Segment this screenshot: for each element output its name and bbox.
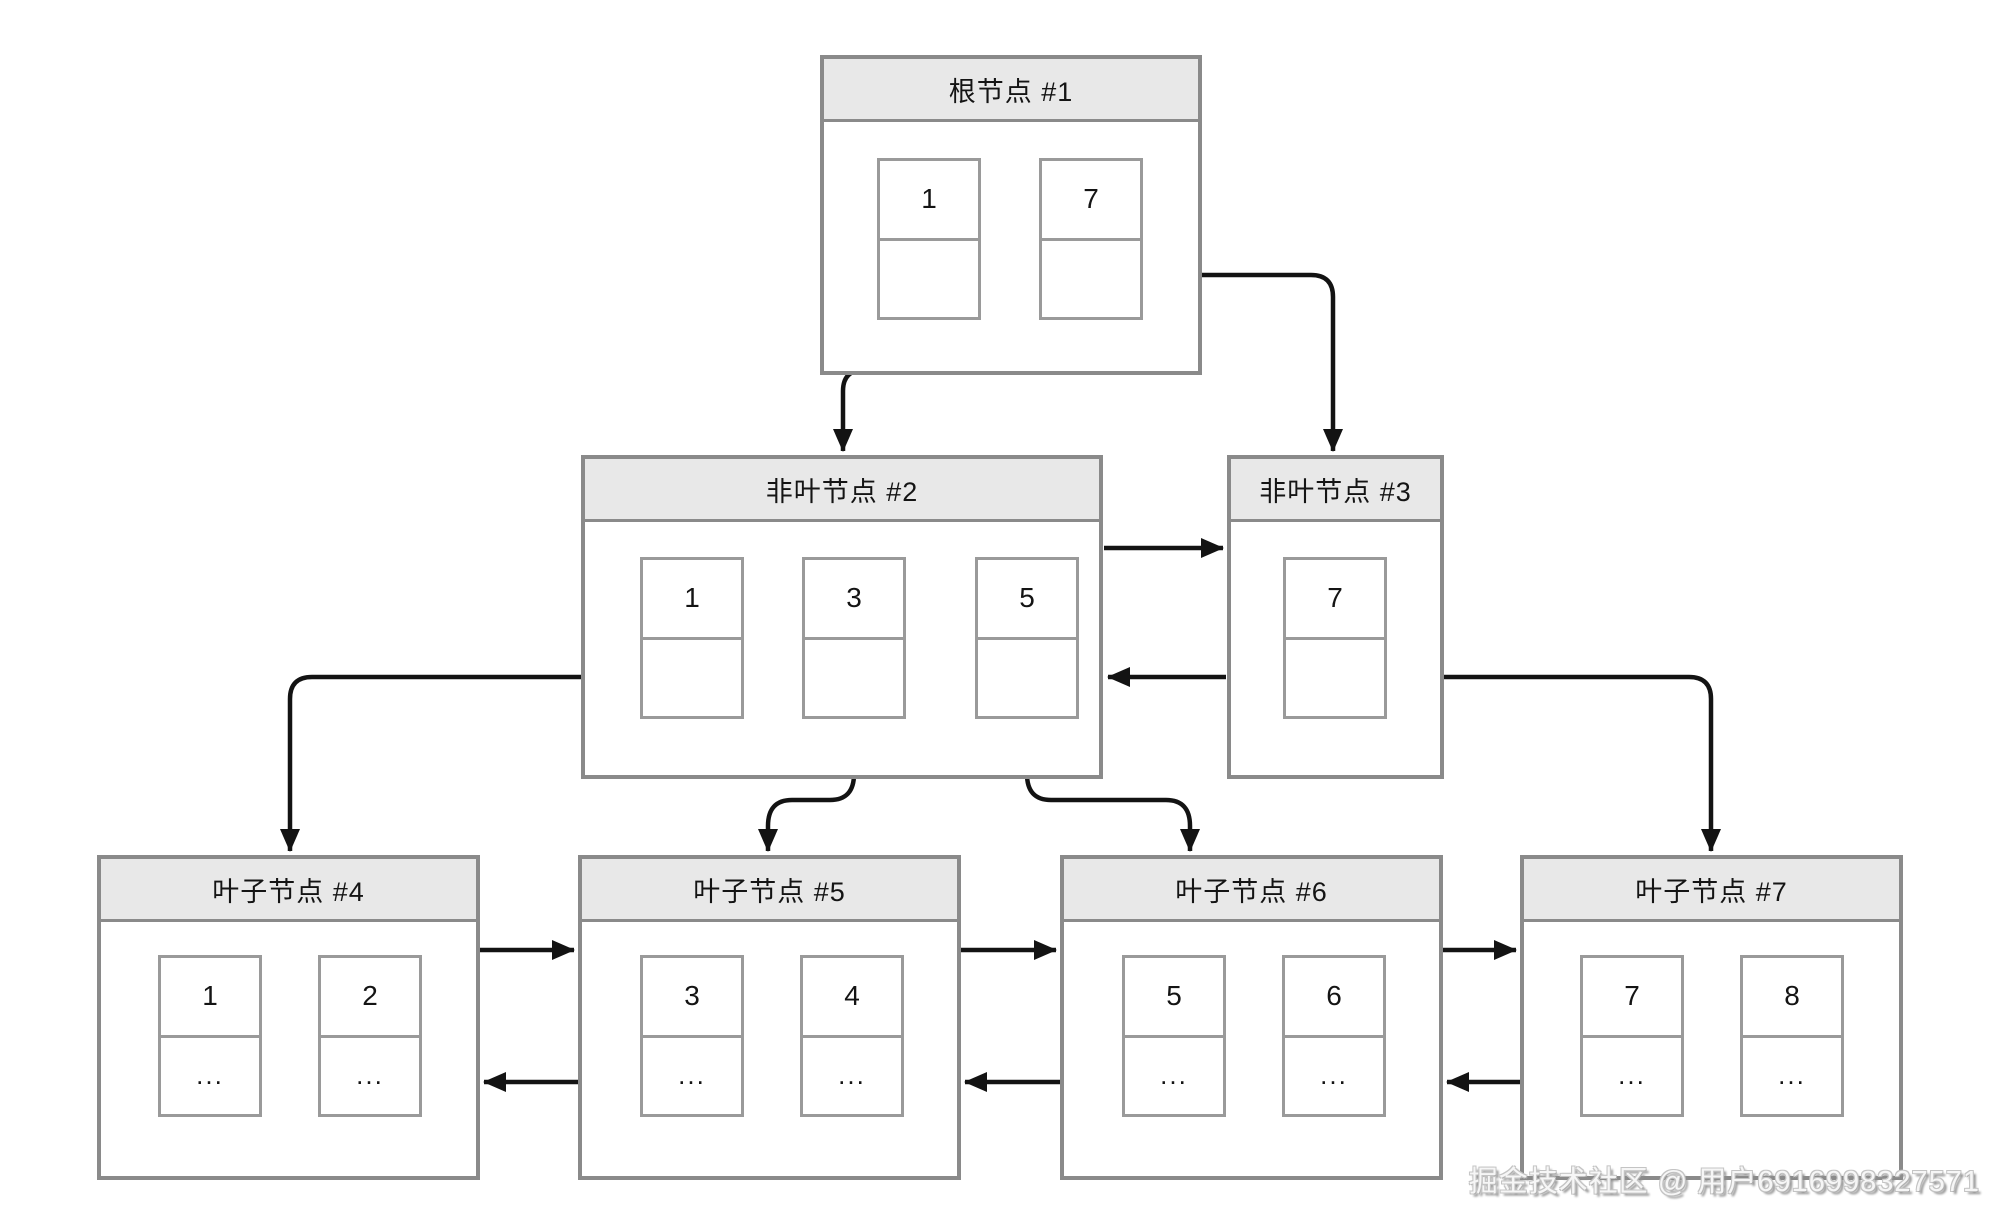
- nonleaf-2-cell-0: 1: [640, 557, 744, 719]
- nonleaf-3-cell-0-value: 7: [1286, 560, 1384, 640]
- node-leaf-7-header: 叶子节点 #7: [1524, 859, 1899, 922]
- node-leaf-7-body: 7 ... 8 ...: [1524, 922, 1899, 1176]
- node-leaf-7: 叶子节点 #7 7 ... 8 ...: [1520, 855, 1903, 1180]
- node-root-1-title: 根节点 #1: [948, 76, 1074, 107]
- edge-nl2-ptr3-to-leaf5: [758, 670, 857, 852]
- node-nonleaf-3: 非叶节点 #3 7: [1227, 455, 1444, 779]
- node-root-1: 根节点 #1 1 7: [820, 55, 1202, 375]
- node-leaf-7-title: 叶子节点 #7: [1635, 876, 1788, 907]
- node-nonleaf-2-header: 非叶节点 #2: [585, 459, 1099, 522]
- root-1-cell-0-value: 1: [880, 161, 978, 241]
- leaf-5-cell-0-value: 3: [643, 958, 741, 1038]
- nonleaf-2-cell-1-pointer: [805, 640, 903, 717]
- nonleaf-2-cell-2: 5: [975, 557, 1079, 719]
- node-leaf-4-body: 1 ... 2 ...: [101, 922, 476, 1176]
- nonleaf-2-cell-0-value: 1: [643, 560, 741, 640]
- leaf-4-cell-1: 2 ...: [318, 955, 422, 1117]
- leaf-4-cell-1-value: 2: [321, 958, 419, 1038]
- leaf-4-cell-0: 1 ...: [158, 955, 262, 1117]
- root-1-cell-1: 7: [1039, 158, 1143, 320]
- root-1-cell-1-value: 7: [1042, 161, 1140, 241]
- leaf-5-cell-1-value: 4: [803, 958, 901, 1038]
- node-leaf-6: 叶子节点 #6 5 ... 6 ...: [1060, 855, 1443, 1180]
- node-root-1-header: 根节点 #1: [824, 59, 1198, 122]
- node-leaf-5: 叶子节点 #5 3 ... 4 ...: [578, 855, 961, 1180]
- node-nonleaf-3-title: 非叶节点 #3: [1259, 476, 1412, 507]
- node-leaf-6-header: 叶子节点 #6: [1064, 859, 1439, 922]
- leaf-5-cell-1-pointer: ...: [838, 1060, 866, 1091]
- node-leaf-5-body: 3 ... 4 ...: [582, 922, 957, 1176]
- nonleaf-3-cell-0-pointer: [1286, 640, 1384, 717]
- leaf-6-cell-0-value: 5: [1125, 958, 1223, 1038]
- node-leaf-5-title: 叶子节点 #5: [693, 876, 846, 907]
- leaf-6-cell-1-pointer: ...: [1320, 1060, 1348, 1091]
- root-1-cell-0-pointer: [880, 241, 978, 318]
- leaf-5-cell-0: 3 ...: [640, 955, 744, 1117]
- leaf-7-cell-1: 8 ...: [1740, 955, 1844, 1117]
- node-leaf-6-title: 叶子节点 #6: [1175, 876, 1328, 907]
- node-leaf-5-header: 叶子节点 #5: [582, 859, 957, 922]
- edge-nl3-ptr7-to-leaf7: [1335, 674, 1721, 852]
- leaf-7-cell-0-pointer: ...: [1618, 1060, 1646, 1091]
- leaf-4-cell-1-pointer: ...: [356, 1060, 384, 1091]
- nonleaf-2-cell-2-value: 5: [978, 560, 1076, 640]
- leaf-6-cell-0-pointer: ...: [1160, 1060, 1188, 1091]
- leaf-7-cell-1-value: 8: [1743, 958, 1841, 1038]
- edge-nl2-ptr5-to-leaf6: [1024, 670, 1200, 852]
- node-nonleaf-2-body: 1 3 5: [585, 522, 1099, 775]
- leaf-5-cell-1: 4 ...: [800, 955, 904, 1117]
- node-nonleaf-3-header: 非叶节点 #3: [1231, 459, 1440, 522]
- leaf-5-cell-0-pointer: ...: [678, 1060, 706, 1091]
- root-1-cell-0: 1: [877, 158, 981, 320]
- nonleaf-2-cell-1: 3: [802, 557, 906, 719]
- leaf-4-cell-0-pointer: ...: [196, 1060, 224, 1091]
- node-leaf-4-header: 叶子节点 #4: [101, 859, 476, 922]
- node-nonleaf-2: 非叶节点 #2 1 3 5: [581, 455, 1103, 779]
- nonleaf-2-cell-0-pointer: [643, 640, 741, 717]
- nonleaf-3-cell-0: 7: [1283, 557, 1387, 719]
- leaf-6-cell-1-value: 6: [1285, 958, 1383, 1038]
- root-1-cell-1-pointer: [1042, 241, 1140, 318]
- node-leaf-6-body: 5 ... 6 ...: [1064, 922, 1439, 1176]
- nonleaf-2-cell-1-value: 3: [805, 560, 903, 640]
- node-leaf-4: 叶子节点 #4 1 ... 2 ...: [97, 855, 480, 1180]
- leaf-6-cell-1: 6 ...: [1282, 955, 1386, 1117]
- edge-root-ptr7-to-nl3: [1091, 272, 1343, 452]
- node-nonleaf-3-body: 7: [1231, 522, 1440, 775]
- node-leaf-4-title: 叶子节点 #4: [212, 876, 365, 907]
- nonleaf-2-cell-2-pointer: [978, 640, 1076, 717]
- leaf-6-cell-0: 5 ...: [1122, 955, 1226, 1117]
- watermark-text: 掘金技术社区 @ 用户6916998327571: [1468, 1166, 1980, 1198]
- node-root-1-body: 1 7: [824, 122, 1198, 371]
- leaf-7-cell-0: 7 ...: [1580, 955, 1684, 1117]
- edge-nl2-ptr1-to-leaf4: [280, 674, 692, 852]
- node-nonleaf-2-title: 非叶节点 #2: [765, 476, 919, 507]
- leaf-7-cell-0-value: 7: [1583, 958, 1681, 1038]
- leaf-7-cell-1-pointer: ...: [1778, 1060, 1806, 1091]
- leaf-4-cell-0-value: 1: [161, 958, 259, 1038]
